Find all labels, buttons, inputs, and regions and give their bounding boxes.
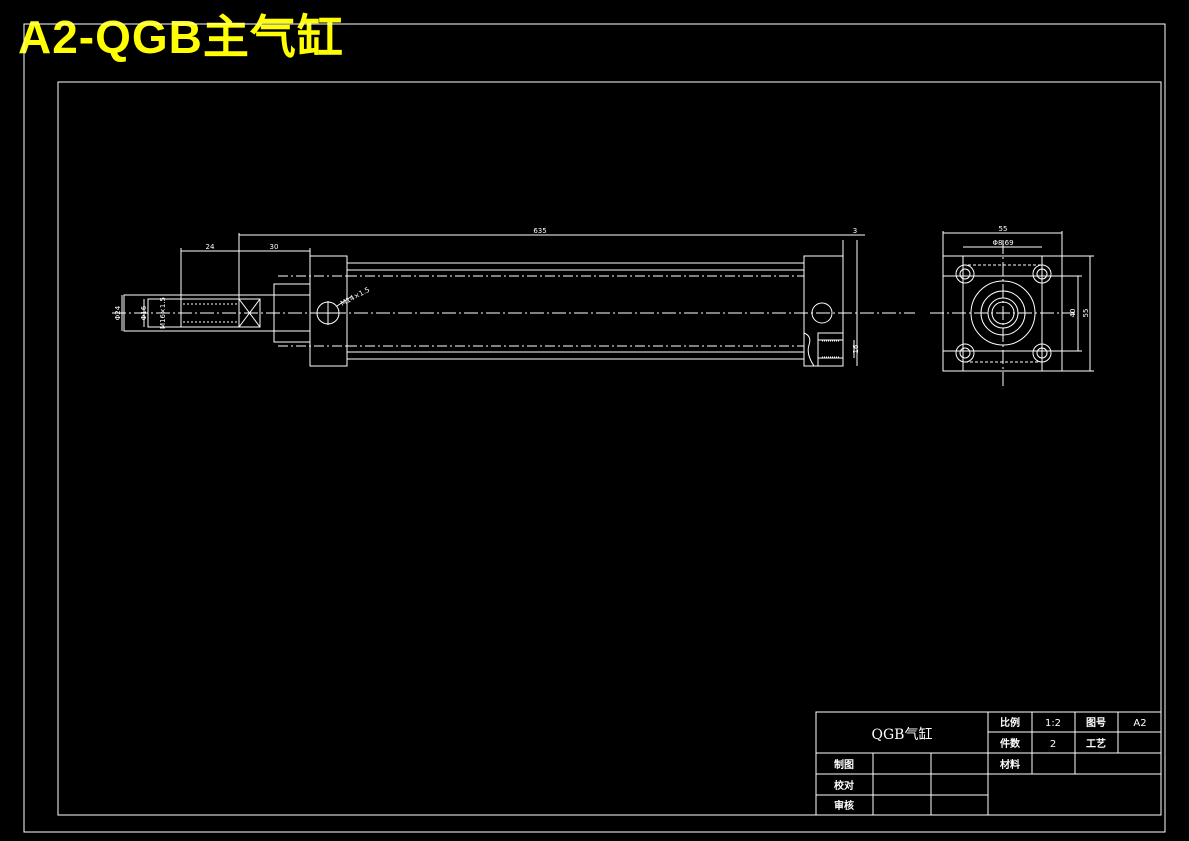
checked-label: 校对 <box>834 779 854 792</box>
part-name: QGB气缸 <box>872 726 933 743</box>
dim-port-16: 16 <box>852 344 860 353</box>
dim-bolt-spacing: Φ8.69 <box>992 239 1013 247</box>
bolt-hole-br <box>1032 343 1052 363</box>
dim-rod-24: 24 <box>206 243 215 251</box>
bolt-hole-tr <box>1032 264 1052 284</box>
dim-thread-size: M16×1.5 <box>159 297 167 329</box>
boss-outer <box>970 280 1036 346</box>
drawing-no-value: A2 <box>1133 718 1146 729</box>
scale-label: 比例 <box>1000 716 1020 729</box>
end-view-dimension-labels: 55 Φ8.69 40 55 <box>992 225 1090 317</box>
rear-port <box>811 302 833 324</box>
title-block-text: QGB气缸 比例 1:2 图号 A2 件数 2 工艺 材料 制图 校对 审核 <box>834 716 1147 812</box>
outer-border <box>23 23 1166 833</box>
rod-nut <box>238 298 261 328</box>
inner-border <box>57 81 1162 816</box>
quantity-label: 件数 <box>1000 737 1021 750</box>
end-plate <box>942 255 1063 372</box>
rod-bore <box>987 297 1019 329</box>
process-label: 工艺 <box>1086 737 1106 750</box>
dim-end-gap: 3 <box>853 227 857 235</box>
scale-value: 1:2 <box>1045 718 1061 729</box>
dim-overall-length: 635 <box>533 227 546 235</box>
dim-rod-diameter: Φ24 <box>114 305 122 320</box>
dim-port-thread: M14×1.5 <box>339 286 371 308</box>
bolt-hole-bl <box>955 343 975 363</box>
title-block <box>815 711 1162 816</box>
cylinder-side-view <box>112 233 915 367</box>
reviewed-label: 审核 <box>834 799 854 812</box>
dim-end-55: 55 <box>1082 309 1090 318</box>
drawing-no-label: 图号 <box>1086 717 1106 729</box>
side-view-dimension-labels: 635 24 30 3 Φ24 Φ16 M16×1.5 M14×1.5 16 <box>114 227 860 353</box>
bolt-hole-tl <box>955 264 975 284</box>
dim-rod-30: 30 <box>270 243 279 251</box>
drawn-label: 制图 <box>834 758 854 771</box>
quantity-value: 2 <box>1050 739 1056 750</box>
dim-rod-diameter-inner: Φ16 <box>140 305 148 320</box>
dim-end-40: 40 <box>1069 309 1077 318</box>
barrel <box>346 262 805 360</box>
cylinder-end-view <box>930 231 1094 388</box>
rear-port-section <box>817 332 844 367</box>
boss-mid <box>980 290 1026 336</box>
rear-end-cap <box>803 255 844 367</box>
drawing-heading: A2-QGB主气缸 <box>18 11 344 63</box>
dim-end-width: 55 <box>999 225 1008 233</box>
material-label: 材料 <box>1000 758 1020 771</box>
